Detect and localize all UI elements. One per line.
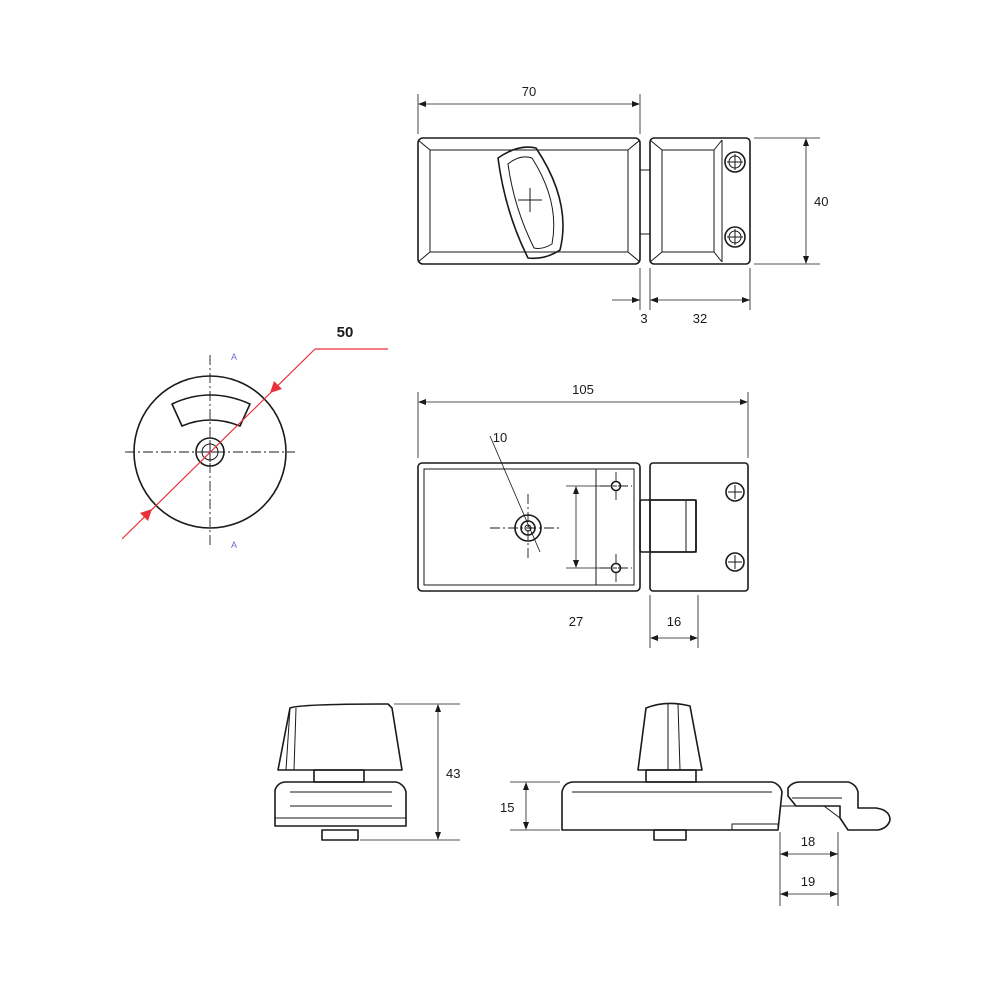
top-view-strike-plate [649,137,751,265]
dim-front-length: 105 [572,382,594,397]
side-view-dimensions: 43 [360,703,460,841]
dim-strike-b: 19 [801,874,815,889]
profile-view-body [561,781,783,841]
dim-front-spindle: 10 [493,430,507,445]
profile-view-strike [780,781,891,831]
dim-top-gap: 3 [640,311,647,326]
section-mark-top: A [231,352,237,362]
top-view-gap [639,169,651,235]
side-view-knob [277,703,403,783]
front-view-spindle: 10 [489,430,562,560]
indicator-view: A A [125,352,295,550]
dim-indicator-diameter: 50 [337,324,354,341]
screw-icon [724,226,746,248]
dim-top-strike: 32 [693,311,707,326]
screw-icon [724,151,746,173]
screw-icon [725,482,745,502]
top-view-dimensions: 70 40 3 32 [417,84,828,326]
dim-strike-a: 18 [801,834,815,849]
profile-view-dimensions: 15 18 19 [500,781,839,906]
dim-top-width: 70 [522,84,536,99]
profile-view-knob [637,702,703,783]
dim-front-bolt: 16 [667,614,681,629]
front-view-fixing-holes [600,472,632,582]
front-view-keeper [649,462,749,592]
top-view-turn-knob [497,146,564,260]
indicator-diameter-dimension: 50 [121,324,388,540]
screw-icon [725,552,745,572]
front-view-bolt [639,499,697,553]
dim-front-holes: 27 [569,614,583,629]
side-view-body [274,781,407,841]
dim-side-height: 43 [446,766,460,781]
front-view-dimensions: 105 27 16 [417,382,749,648]
dim-body-depth: 15 [500,800,514,815]
dim-top-height: 40 [814,194,828,209]
section-mark-bottom: A [231,540,237,550]
